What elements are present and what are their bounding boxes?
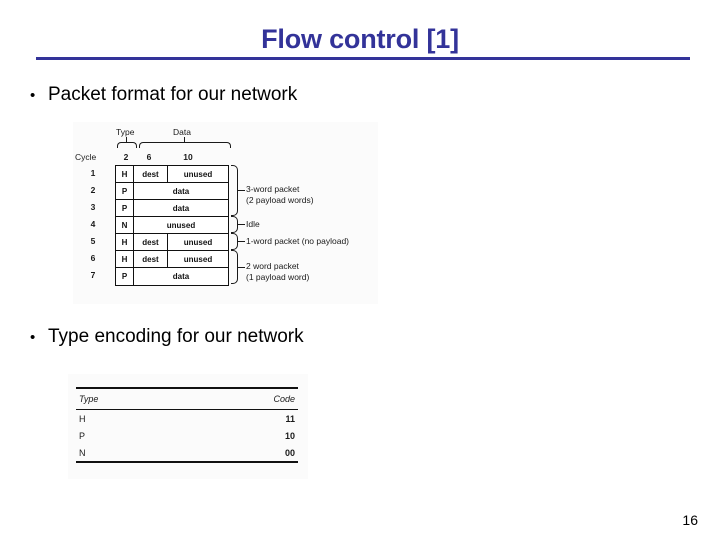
table-row: H 11 — [76, 410, 298, 428]
group-annotation-line1: 3-word packet — [246, 184, 300, 194]
field-header-data: Data — [173, 127, 191, 137]
bullet-label: Packet format for our network — [48, 84, 298, 105]
group-stem-icon — [238, 241, 245, 243]
packet-cell-type: N — [116, 217, 134, 233]
bullet-item-packet-format: • Packet format for our network — [30, 84, 297, 106]
packet-row: H dest unused — [116, 166, 228, 183]
field-width-type: 2 — [123, 152, 129, 162]
packet-format-figure: Type Data 2 6 10 Cycle 1 2 3 4 5 6 7 H d… — [73, 122, 378, 304]
packet-cell-type: P — [116, 268, 134, 285]
cycle-number: 4 — [90, 219, 96, 229]
group-annotation: 3-word packet (2 payload words) — [246, 184, 314, 205]
packet-row: P data — [116, 268, 228, 285]
bullet-label: Type encoding for our network — [48, 326, 304, 347]
packet-cell-unused: unused — [183, 169, 213, 179]
packet-cell-type: H — [116, 234, 134, 250]
packet-cell-data: data — [172, 203, 190, 213]
type-brace-tick-icon — [126, 137, 127, 142]
packet-row: H dest unused — [116, 234, 228, 251]
packet-row: P data — [116, 200, 228, 217]
cycle-number: 7 — [90, 270, 96, 280]
column-header-code: Code — [181, 387, 298, 410]
packet-row: H dest unused — [116, 251, 228, 268]
type-encoding-figure: Type Code H 11 P 10 N 00 — [68, 374, 308, 479]
field-width-unused: 10 — [183, 152, 193, 162]
packet-cell-unused: unused — [183, 254, 213, 264]
packet-row: N unused — [116, 217, 228, 234]
packet-cell-type: P — [116, 200, 134, 216]
packet-cell-unused: unused — [183, 237, 213, 247]
cycle-number: 2 — [90, 185, 96, 195]
group-stem-icon — [238, 224, 245, 226]
cycle-number-column: 1 2 3 4 5 6 7 — [75, 165, 111, 284]
group-annotation-line1: Idle — [246, 219, 260, 229]
page-title: Flow control [1] — [261, 24, 459, 54]
group-stem-icon — [238, 190, 245, 192]
group-stem-icon — [238, 267, 245, 269]
packet-cell-dest: dest — [134, 166, 168, 182]
cycle-number: 3 — [90, 202, 96, 212]
packet-cell-data: data — [172, 272, 190, 281]
group-annotation-line1: 1-word packet (no payload) — [246, 236, 350, 246]
group-annotation-line2: (2 payload words) — [246, 194, 314, 205]
packet-cell-dest: dest — [134, 234, 168, 250]
table-row: N 00 — [76, 444, 298, 463]
cell-code: 11 — [285, 413, 295, 424]
packet-cell-dest: dest — [134, 251, 168, 267]
page-number: 16 — [682, 512, 698, 528]
cycle-column-header: Cycle — [75, 152, 97, 162]
cell-code: 10 — [284, 430, 295, 441]
packet-grid: H dest unused P data P data N unused H d… — [115, 165, 229, 286]
cell-type: N — [76, 444, 182, 463]
field-header-type: Type — [116, 127, 135, 137]
packet-row: P data — [116, 183, 228, 200]
bullet-item-type-encoding: • Type encoding for our network — [30, 326, 304, 348]
cell-code: 00 — [181, 444, 298, 463]
group-annotation: 1-word packet (no payload) — [246, 236, 349, 247]
cycle-number: 6 — [90, 253, 96, 263]
packet-cell-unused: unused — [166, 220, 196, 230]
data-brace-icon — [139, 142, 231, 148]
bullet-marker-icon: • — [30, 329, 36, 346]
field-width-dest: 6 — [146, 152, 152, 162]
group-annotation: 2 word packet (1 payload word) — [246, 261, 309, 282]
group-annotation: Idle — [246, 219, 260, 230]
cell-type: P — [79, 430, 86, 441]
cycle-number: 5 — [90, 236, 96, 246]
type-brace-icon — [117, 142, 137, 148]
packet-cell-type: P — [116, 183, 134, 199]
table-row: P 10 — [76, 427, 298, 444]
group-annotation-line1: 2 word packet — [246, 261, 299, 271]
cell-type: H — [79, 413, 86, 424]
group-brace-icon — [231, 216, 238, 233]
group-annotation-line2: (1 payload word) — [246, 271, 310, 282]
packet-cell-type: H — [116, 251, 134, 267]
table-header-row: Type Code — [76, 387, 298, 410]
cycle-number: 1 — [90, 168, 96, 178]
group-brace-icon — [231, 250, 238, 284]
data-brace-tick-icon — [184, 137, 185, 142]
packet-cell-data: data — [172, 186, 190, 196]
packet-cell-type: H — [116, 166, 134, 182]
group-brace-icon — [231, 233, 238, 250]
group-brace-icon — [231, 165, 238, 216]
type-encoding-table: Type Code H 11 P 10 N 00 — [76, 387, 298, 463]
column-header-type: Type — [76, 387, 182, 410]
bullet-marker-icon: • — [30, 87, 36, 104]
title-divider — [36, 57, 690, 60]
